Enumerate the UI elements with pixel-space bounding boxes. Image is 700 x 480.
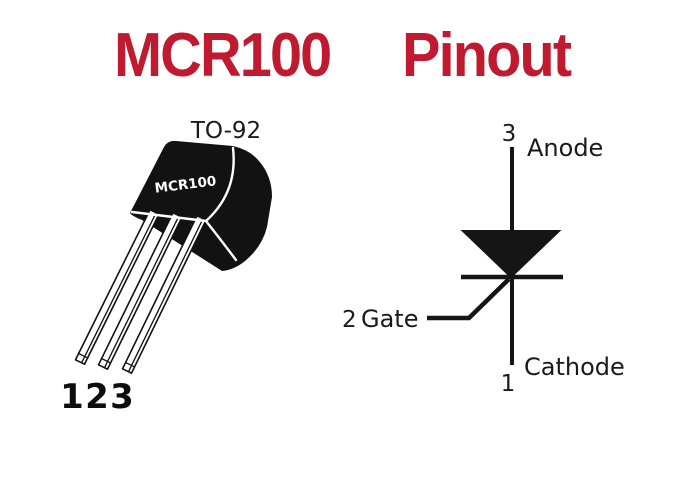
- lead-2-crease-line: [103, 215, 180, 368]
- scr-symbol-figure: 3 Anode 2 Gate Cathode 1: [342, 121, 625, 397]
- cathode-pin-number: 1: [501, 371, 516, 397]
- package-edge-highlights: [130, 146, 238, 262]
- lead-2-tip-bevel: [101, 357, 111, 364]
- package-type-label: TO-92: [190, 118, 261, 144]
- lead-1-tip-bevel: [78, 352, 88, 359]
- anode-pin-number: 3: [502, 121, 517, 147]
- pin-number-3: 3: [110, 377, 134, 417]
- to92-package-figure: MCR100 TO-92 1 2 3: [60, 118, 272, 417]
- cathode-label: Cathode: [524, 353, 625, 381]
- gate-pin-number: 2: [342, 307, 357, 333]
- gate-label: Gate: [361, 305, 418, 333]
- title-pinout-word: Pinout: [402, 21, 572, 90]
- package-body: [130, 140, 272, 271]
- gate-lead-line: [427, 277, 511, 321]
- package-pin-numbers: 1 2 3: [60, 377, 134, 417]
- lead-3-tip-bevel: [125, 361, 135, 368]
- lead-3-crease-line: [127, 218, 204, 372]
- scr-triangle: [460, 230, 562, 279]
- pin-number-1: 1: [60, 377, 84, 417]
- package-leads: [74, 208, 207, 374]
- package-body-marking: MCR100: [154, 173, 217, 196]
- lead-1-crease-line: [81, 212, 157, 364]
- pin-number-2: 2: [85, 377, 109, 417]
- title-part-number: MCR100: [114, 21, 332, 90]
- face-bottom-edge-highlight: [130, 210, 208, 223]
- anode-label: Anode: [527, 134, 603, 162]
